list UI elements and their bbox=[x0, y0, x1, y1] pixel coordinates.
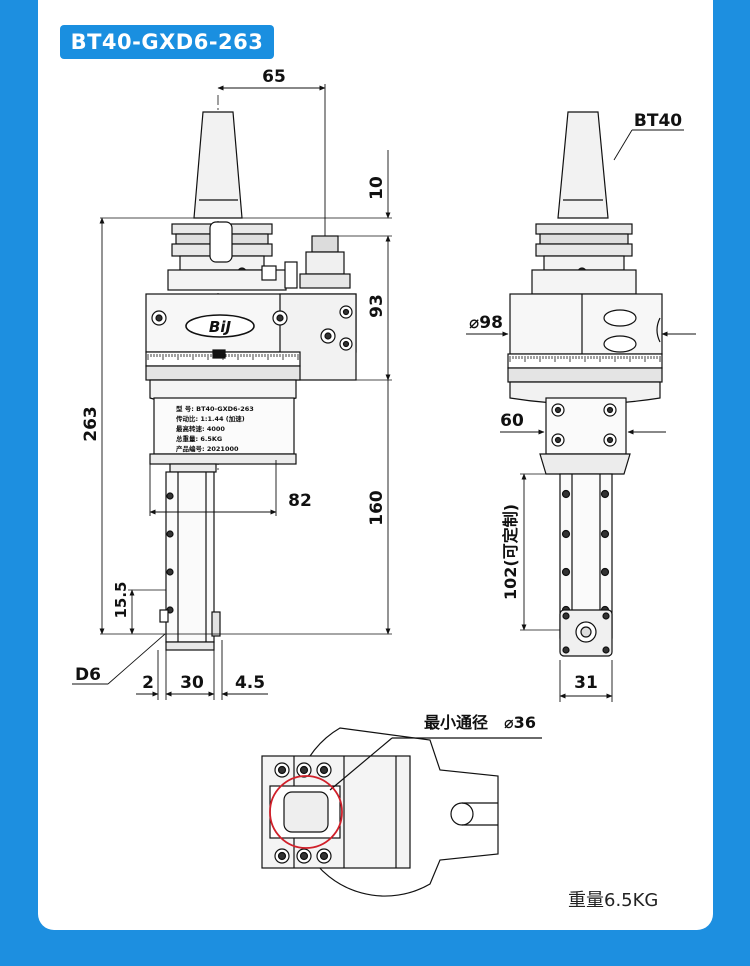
dim-93: 93 bbox=[367, 294, 387, 318]
nameplate-line-5: 产品编号: 2021000 bbox=[176, 444, 239, 453]
label-min-pass-value: ⌀36 bbox=[504, 713, 536, 732]
taper-shank bbox=[193, 111, 243, 219]
dim-31: 31 bbox=[574, 673, 598, 693]
front-scale-ticks bbox=[147, 354, 299, 360]
nameplate-line-2: 传动比: 1:1.44 (加速) bbox=[175, 414, 245, 423]
dim-82: 82 bbox=[288, 491, 312, 511]
dim-263: 263 bbox=[81, 406, 101, 442]
dim-65: 65 bbox=[262, 67, 286, 87]
min-pass-circle bbox=[269, 775, 343, 849]
dim-60: 60 bbox=[500, 411, 524, 431]
front-view bbox=[145, 95, 357, 651]
side-view bbox=[507, 111, 663, 657]
dim-160: 160 bbox=[367, 490, 387, 526]
dim-2: 2 bbox=[142, 673, 154, 693]
nameplate-line-4: 总重量: 6.5KG bbox=[176, 434, 222, 443]
side-dimensions bbox=[466, 129, 696, 702]
dim-15-5: 15.5 bbox=[112, 581, 130, 618]
nameplate-line-3: 最高转速: 4000 bbox=[176, 424, 225, 433]
label-min-pass: 最小通径 bbox=[424, 713, 488, 732]
dim-10: 10 bbox=[367, 176, 387, 200]
side-taper bbox=[557, 111, 609, 219]
dim-102-custom: 102(可定制) bbox=[501, 504, 520, 600]
nameplate-housing bbox=[153, 397, 295, 455]
nameplate-line-1: 型 号: BT40-GXD6-263 bbox=[176, 404, 254, 413]
brand-oval bbox=[185, 314, 255, 338]
side-scale-ticks bbox=[509, 356, 661, 362]
dim-d6: D6 bbox=[75, 665, 101, 685]
brand-logo: BiJ bbox=[209, 318, 232, 336]
dim-98: ⌀98 bbox=[469, 313, 503, 333]
front-dimensions bbox=[72, 84, 392, 700]
label-bt40: BT40 bbox=[634, 111, 682, 131]
dim-4-5: 4.5 bbox=[235, 673, 265, 693]
weight-label: 重量6.5KG bbox=[568, 890, 659, 911]
nameplate: 型 号: BT40-GXD6-263 传动比: 1:1.44 (加速) 最高转速… bbox=[175, 404, 254, 453]
dim-30: 30 bbox=[180, 673, 204, 693]
model-title: BT40-GXD6-263 bbox=[60, 25, 274, 59]
section-view bbox=[261, 727, 542, 897]
